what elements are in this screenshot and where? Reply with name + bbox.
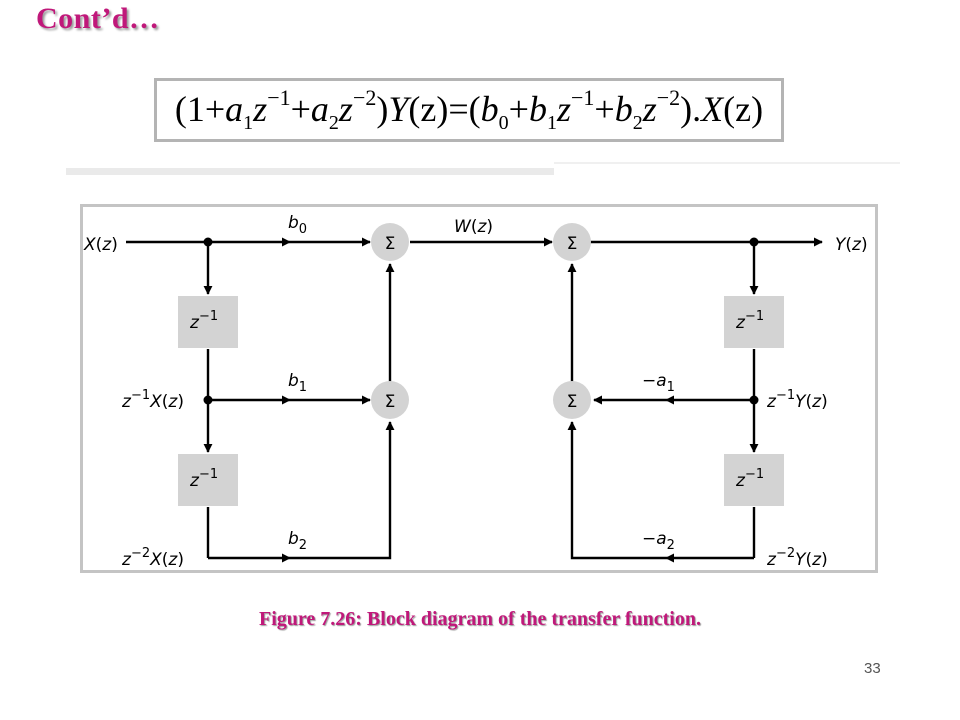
eq-equals: (z)=(: [408, 89, 481, 129]
label-b1: b1: [288, 371, 307, 395]
svg-text:z−1: z−1: [189, 467, 218, 491]
equation-text: (1+a1z−1+a2z−2)Y(z)=(b0+b1z−1+b2z−2).X(z…: [175, 85, 763, 135]
sum-node-mid-left: Σ: [371, 381, 409, 419]
delay-block-y2: z−1: [724, 454, 784, 506]
eq-tail: (z): [723, 89, 764, 129]
eq-open-paren: (1+: [174, 89, 226, 129]
block-diagram: z−1 z−1 z−1 z−1 Σ Σ Σ Σ X(z) Y(z) W(z) b…: [83, 213, 868, 570]
eq-z: z: [642, 89, 657, 129]
sum-node-top-right: Σ: [553, 223, 591, 261]
eq-z: z: [253, 89, 268, 129]
eq-exp-m2: −2: [656, 85, 681, 110]
eq-Y: Y: [388, 89, 409, 129]
junction-x1: [203, 395, 213, 405]
label-z2-yz: z−2Y(z): [766, 546, 828, 570]
slide-title: Cont’d…: [36, 2, 160, 35]
junction-y1: [749, 395, 759, 405]
svg-text:z−1: z−1: [735, 309, 764, 333]
label-minus-a2: −a2: [642, 529, 675, 553]
eq-plus: +: [290, 89, 311, 129]
label-b2: b2: [288, 529, 307, 553]
label-yz: Y(z): [835, 235, 868, 255]
eq-b1: b: [528, 89, 547, 129]
label-xz: X(z): [83, 235, 118, 255]
eq-sub-0: 0: [498, 112, 509, 134]
svg-text:Σ: Σ: [567, 234, 578, 254]
eq-sub-1: 1: [546, 112, 557, 134]
eq-sub-2: 2: [632, 112, 643, 134]
eq-b2: b: [614, 89, 633, 129]
svg-text:Σ: Σ: [567, 392, 578, 412]
eq-sub-1: 1: [243, 112, 254, 134]
label-z1-xz: z−1X(z): [121, 388, 184, 412]
eq-exp-m1: −1: [267, 85, 291, 110]
line-a2-to-sum: [567, 421, 666, 560]
label-b0: b0: [288, 213, 307, 237]
diagram-frame: [80, 204, 878, 573]
svg-text:Σ: Σ: [385, 392, 396, 412]
sum-node-top-left: Σ: [371, 223, 409, 261]
line-b2-to-sum: [290, 421, 395, 560]
signal-lines: [126, 237, 823, 563]
eq-a2: a: [310, 89, 329, 129]
eq-exp-m2: −2: [352, 85, 377, 110]
delay-block-x2: z−1: [178, 454, 238, 506]
label-z2-xz: z−2X(z): [121, 546, 184, 570]
eq-close-paren: ): [376, 89, 389, 129]
svg-text:z−1: z−1: [735, 467, 764, 491]
eq-sub-2: 2: [328, 112, 339, 134]
junction-y: [749, 237, 759, 247]
figure-caption: Figure 7.26: Block diagram of the transf…: [258, 608, 701, 630]
svg-text:z−1: z−1: [189, 309, 218, 333]
svg-text:Σ: Σ: [385, 234, 396, 254]
delay-block-x1: z−1: [178, 296, 238, 348]
equation-box: (1+a1z−1+a2z−2)Y(z)=(b0+b1z−1+b2z−2).X(z…: [154, 78, 784, 142]
page-number: 33: [864, 660, 881, 677]
label-z1-yz: z−1Y(z): [766, 388, 828, 412]
eq-X: X: [701, 89, 724, 129]
junction-x: [203, 237, 213, 247]
eq-a1: a: [225, 89, 244, 129]
eq-plus: +: [594, 89, 615, 129]
junction-dots: [203, 237, 759, 405]
eq-plus: +: [508, 89, 529, 129]
eq-b0: b: [480, 89, 499, 129]
sum-node-mid-right: Σ: [553, 381, 591, 419]
eq-z: z: [338, 89, 353, 129]
eq-z: z: [556, 89, 571, 129]
eq-close-paren: ): [680, 89, 693, 129]
separator-line-light: [554, 162, 900, 164]
eq-exp-m1: −1: [570, 85, 595, 110]
delay-block-y1: z−1: [724, 296, 784, 348]
separator-line: [66, 168, 554, 175]
label-wz: W(z): [454, 217, 493, 237]
eq-dot: .: [692, 89, 702, 129]
label-minus-a1: −a1: [642, 371, 675, 395]
